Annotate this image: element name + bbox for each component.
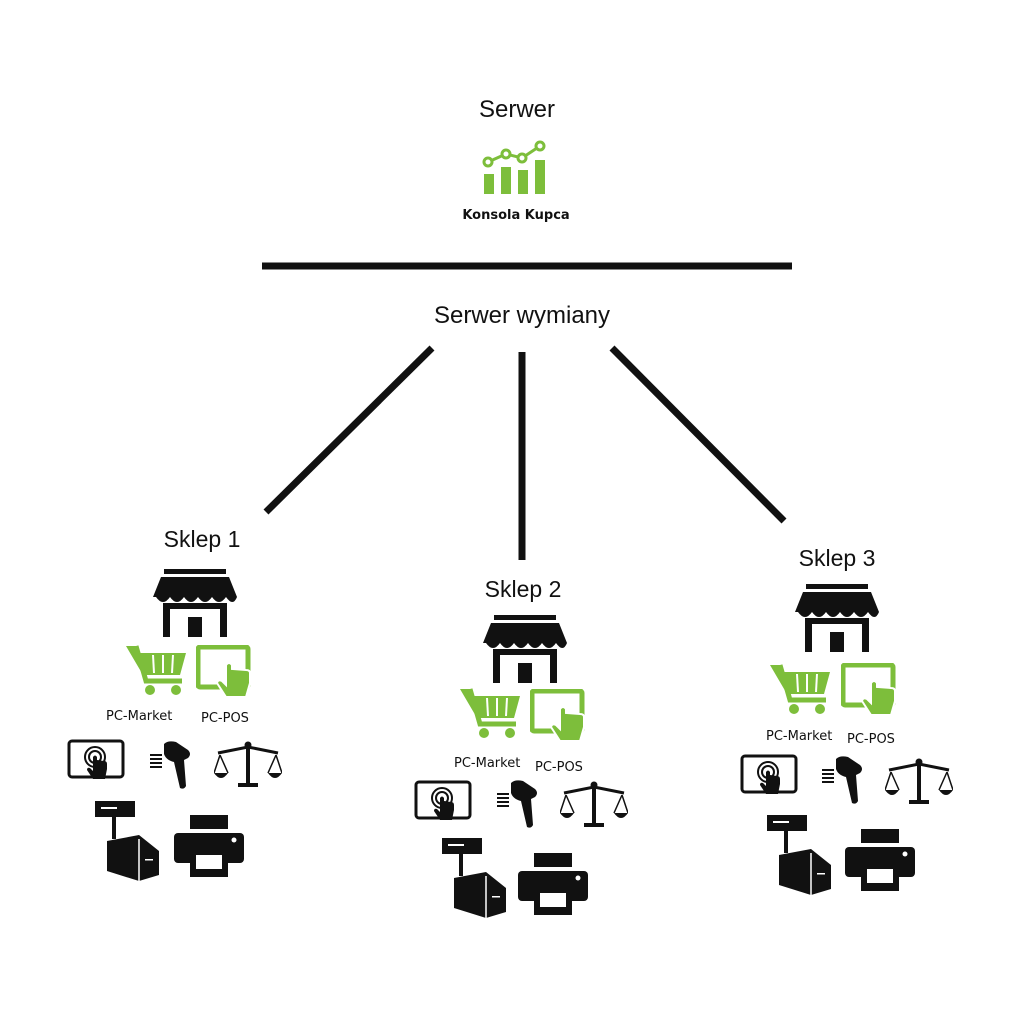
store-1: Sklep 1 PC-Market PC-POS	[60, 525, 300, 945]
printer-icon	[174, 815, 244, 877]
app-label-market: PC-Market	[766, 729, 833, 744]
store-icon	[483, 615, 567, 683]
touch-terminal-icon	[414, 780, 472, 820]
exchange-server-title: Serwer wymiany	[433, 302, 611, 329]
server-title: Serwer	[478, 96, 556, 123]
store-name: Sklep 2	[484, 576, 562, 602]
server-app-label: Konsola Kupca	[462, 208, 570, 223]
app-label-market: PC-Market	[106, 709, 173, 724]
store-name: Sklep 1	[163, 526, 241, 552]
barcode-scanner-icon	[497, 779, 541, 829]
receipt-printer-icon	[442, 836, 506, 918]
scale-icon	[560, 779, 628, 829]
cart-icon	[126, 643, 188, 695]
app-label-pos: PC-POS	[535, 760, 583, 775]
scale-icon	[214, 739, 282, 789]
link-store-3	[609, 345, 787, 524]
printer-icon	[845, 829, 915, 891]
receipt-printer-icon	[95, 799, 159, 881]
store-2: Sklep 2 PC-Market PC-POS	[406, 573, 646, 993]
receipt-printer-icon	[767, 813, 831, 895]
printer-icon	[518, 853, 588, 915]
barcode-scanner-icon	[822, 755, 866, 805]
link-store-1	[263, 345, 435, 515]
bar-chart-trend-icon	[482, 140, 550, 196]
cart-icon	[770, 662, 832, 714]
barcode-scanner-icon	[150, 740, 194, 790]
store-icon	[153, 569, 237, 637]
touch-terminal-icon	[740, 754, 798, 794]
touch-terminal-icon	[67, 739, 125, 779]
app-label-market: PC-Market	[454, 756, 521, 771]
touch-tablet-icon	[196, 645, 254, 701]
touch-tablet-icon	[530, 689, 588, 745]
store-icon	[795, 584, 879, 652]
scale-icon	[885, 756, 953, 806]
store-name: Sklep 3	[798, 545, 876, 571]
app-label-pos: PC-POS	[201, 711, 249, 726]
app-label-pos: PC-POS	[847, 732, 895, 747]
store-3: Sklep 3 PC-Market PC-POS	[733, 543, 973, 963]
cart-icon	[460, 686, 522, 738]
touch-tablet-icon	[841, 663, 899, 719]
